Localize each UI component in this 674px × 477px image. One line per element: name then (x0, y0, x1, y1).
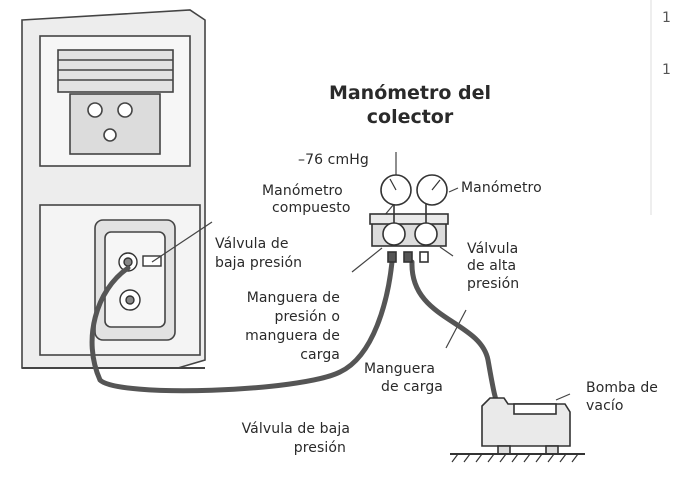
manifold-gauge (369, 174, 449, 263)
page-mark-1: 1 (662, 10, 671, 26)
diagram-title-line1: Manómetro del (328, 82, 492, 104)
compound-gauge-label-1: Manómetro (262, 183, 343, 199)
diagram-title-line2: colector (366, 106, 454, 128)
low-valve-label-1: Válvula de (215, 236, 289, 252)
high-valve-label-1: Válvula (467, 241, 519, 257)
high-valve-label-2: de alta (467, 258, 517, 274)
charge-hose-label-1: Manguera (363, 361, 435, 377)
outdoor-unit (21, 9, 206, 369)
vacuum-pump (450, 397, 585, 463)
page-mark-2: 1 (662, 62, 671, 78)
low-valve-bottom-label-2: presión (293, 440, 346, 456)
compound-gauge-label-2: compuesto (272, 200, 351, 216)
vacuum-reading-label: –76 cmHg (298, 152, 369, 168)
low-valve-label-2: baja presión (215, 255, 303, 271)
vacuum-pump-label-2: vacío (586, 398, 624, 414)
leader-lines (151, 152, 571, 401)
hose-label-3: manguera de (245, 328, 340, 344)
charge-hose-label-2: de carga (380, 379, 443, 395)
hoses (89, 259, 503, 413)
gauge-label: Manómetro (461, 180, 542, 196)
high-valve-label-3: presión (467, 276, 520, 292)
hose-label-1: Manguera de (246, 290, 340, 306)
hose-label-4: carga (300, 347, 340, 363)
low-valve-bottom-label-1: Válvula de baja (241, 421, 350, 437)
hose-label-2: presión o (274, 309, 340, 325)
vacuum-pump-label-1: Bomba de (586, 380, 659, 396)
